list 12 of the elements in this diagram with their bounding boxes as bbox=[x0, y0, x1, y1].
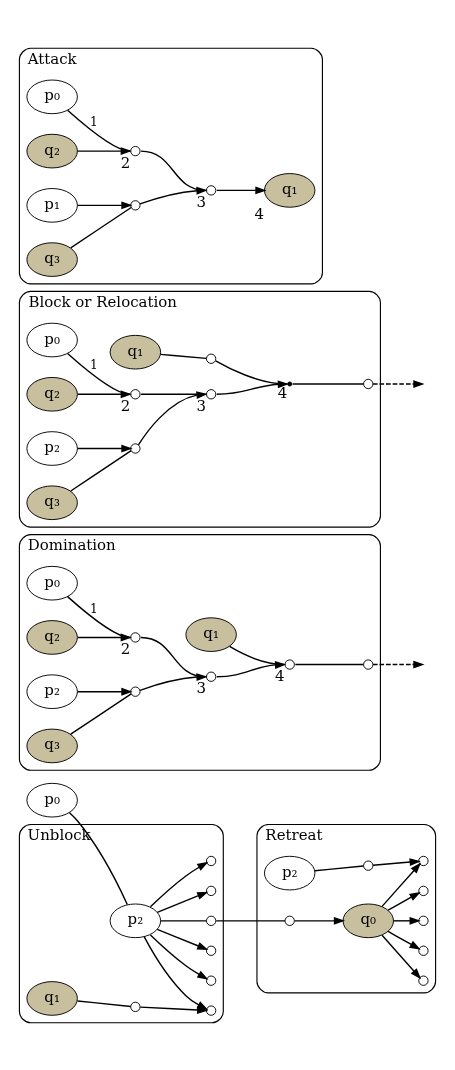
node-label: 4 bbox=[275, 666, 285, 685]
edge-label: 1 bbox=[89, 114, 98, 129]
node-label: 2 bbox=[120, 639, 131, 658]
node-label: 3 bbox=[196, 396, 207, 415]
edge-label: 1 bbox=[89, 357, 98, 372]
edge-label: 1 bbox=[89, 601, 98, 616]
node-label: 2 bbox=[120, 153, 131, 172]
node-label: 4 bbox=[277, 383, 288, 402]
node-label: 4 bbox=[254, 204, 265, 223]
node-label: 3 bbox=[196, 678, 207, 697]
node-label: 2 bbox=[120, 396, 131, 415]
node-label: 3 bbox=[196, 192, 207, 211]
